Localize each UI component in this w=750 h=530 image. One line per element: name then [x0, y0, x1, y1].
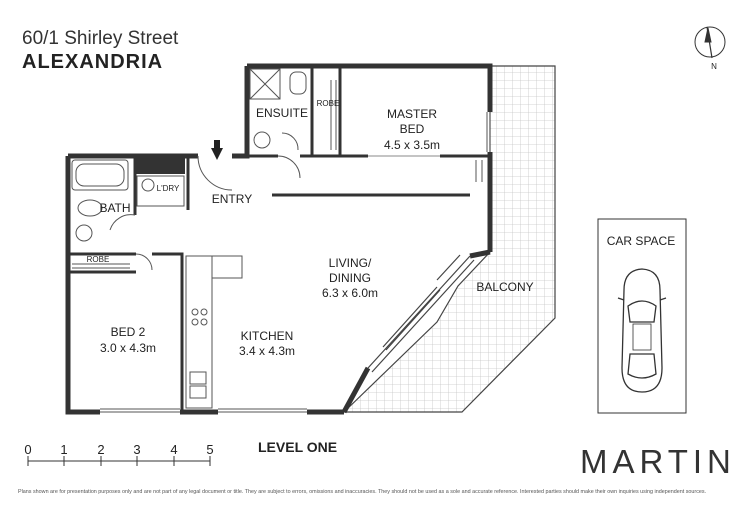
- car-space-box: [597, 218, 687, 414]
- label-living-1: LIVING/: [329, 256, 372, 270]
- scale-tick-4: 4: [170, 442, 177, 457]
- ensuite-fixtures: [249, 68, 307, 151]
- scale-bar: [27, 456, 211, 466]
- label-car-space: CAR SPACE: [607, 234, 675, 248]
- scale-tick-3: 3: [133, 442, 140, 457]
- level-label: LEVEL ONE: [258, 439, 338, 455]
- label-robe-bed2: ROBE: [87, 255, 110, 264]
- label-living-dims: 6.3 x 6.0m: [322, 286, 378, 300]
- label-living-2: DINING: [329, 271, 371, 285]
- scale-tick-2: 2: [97, 442, 104, 457]
- scale-tick-1: 1: [60, 442, 67, 457]
- scale-tick-5: 5: [206, 442, 213, 457]
- windows: [100, 112, 491, 413]
- label-kitchen: KITCHEN: [241, 329, 294, 343]
- scale-tick-0: 0: [24, 442, 31, 457]
- label-bath: BATH: [99, 201, 130, 215]
- bath-fixtures: [71, 159, 136, 242]
- address-suburb: ALEXANDRIA: [22, 51, 164, 73]
- robe-doors: [72, 80, 337, 269]
- label-master-dims: 4.5 x 3.5m: [384, 138, 440, 152]
- sliding-doors: [367, 254, 475, 373]
- label-bed2-dims: 3.0 x 4.3m: [100, 341, 156, 355]
- label-laundry: L'DRY: [157, 184, 180, 193]
- car-icon: [617, 268, 667, 393]
- interior-walls: [68, 66, 490, 412]
- label-robe-master: ROBE: [317, 99, 340, 108]
- label-master-2: BED: [400, 122, 425, 136]
- compass-n-label: N: [711, 62, 717, 71]
- walls: [65, 63, 493, 415]
- north-compass-icon: [694, 26, 726, 59]
- service-duct: [135, 156, 185, 174]
- label-balcony: BALCONY: [476, 280, 533, 294]
- label-master-1: MASTER: [387, 107, 437, 121]
- label-ensuite: ENSUITE: [256, 106, 308, 120]
- entry-arrow-icon: [211, 140, 223, 160]
- label-kitchen-dims: 3.4 x 4.3m: [239, 344, 295, 358]
- kitchen-bench: [185, 255, 243, 409]
- brand-logo: MARTIN: [580, 443, 736, 480]
- laundry-bench: [136, 175, 185, 207]
- disclaimer: Plans shown are for presentation purpose…: [18, 489, 707, 495]
- label-entry: ENTRY: [212, 192, 252, 206]
- address-street: 60/1 Shirley Street: [22, 28, 179, 49]
- door-swings: [135, 155, 483, 271]
- label-bed2: BED 2: [111, 325, 146, 339]
